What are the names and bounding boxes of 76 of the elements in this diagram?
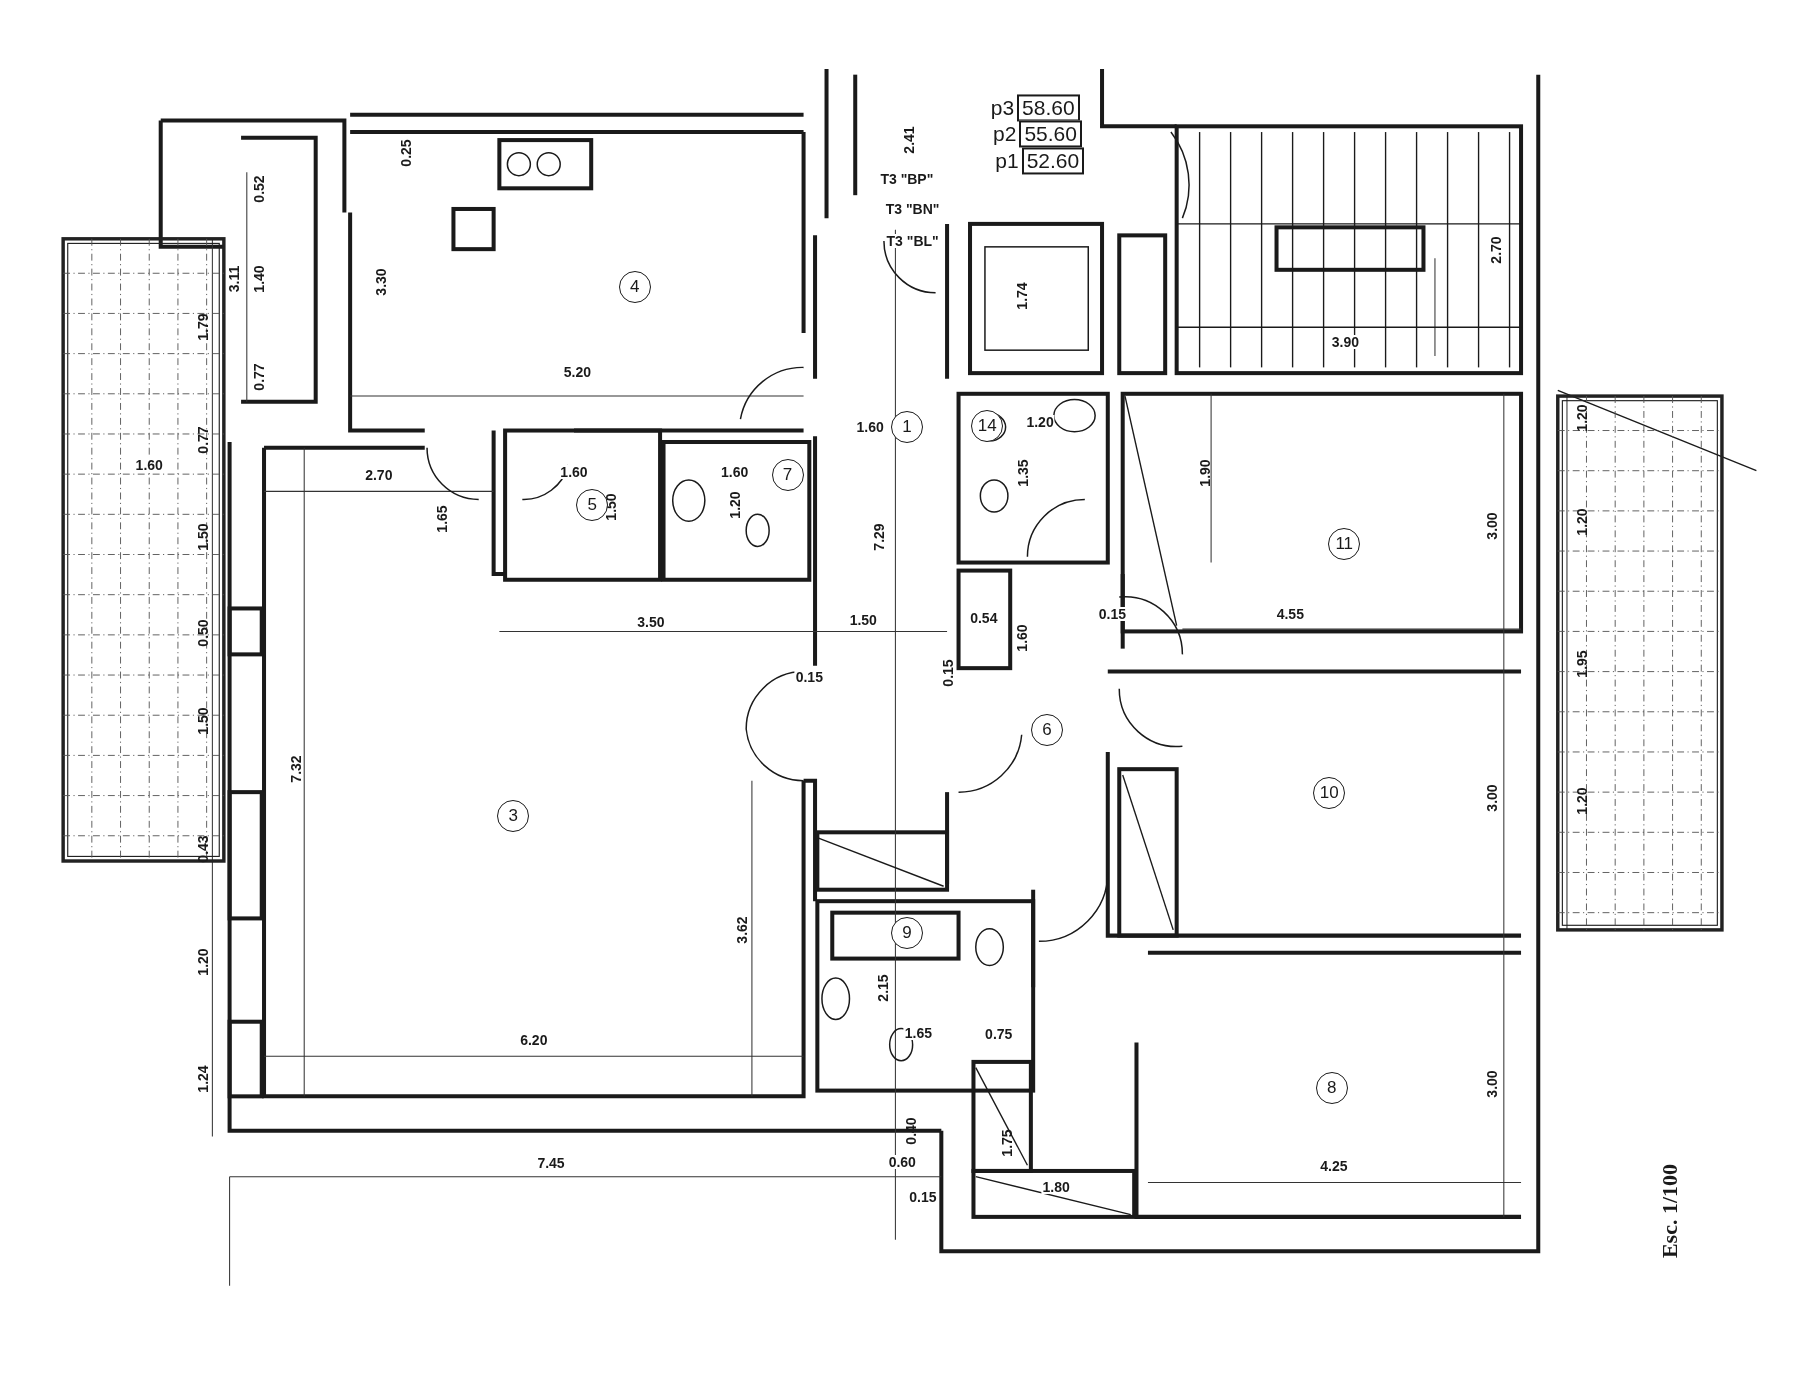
room-number: 10 — [1313, 777, 1346, 810]
level-box: 52.60 — [1021, 147, 1085, 175]
dimension-label: 7.32 — [289, 754, 304, 784]
dimension-label: 1.60 — [134, 457, 164, 472]
dimension-label: 2.70 — [1488, 235, 1503, 265]
dimension-label: 3.00 — [1485, 1069, 1500, 1099]
dimension-label: 1.60 — [559, 464, 589, 479]
dimension-label: 1.50 — [196, 706, 211, 736]
dimension-label: 0.15 — [794, 670, 824, 685]
room-number: 14 — [971, 409, 1004, 442]
dimension-label: 3.30 — [374, 267, 389, 297]
dimension-label: 1.24 — [196, 1064, 211, 1094]
dimension-label: 0.50 — [196, 617, 211, 648]
dimension-label: 1.90 — [1198, 458, 1213, 488]
dimension-label: T3 "BL" — [885, 234, 940, 249]
room-number: 6 — [1030, 714, 1063, 747]
dimension-label: 1.60 — [855, 420, 885, 435]
dimension-label: 0.25 — [399, 138, 414, 168]
dimension-label: 1.79 — [196, 312, 211, 342]
floor-label: p2 — [993, 122, 1017, 147]
dimension-label: 0.15 — [1097, 607, 1127, 622]
dimension-label: 0.77 — [196, 425, 211, 455]
dimension-label: 1.60 — [720, 464, 750, 479]
dimension-label: 2.70 — [364, 468, 394, 483]
dimension-label: 1.75 — [999, 1128, 1014, 1158]
dimension-label: 1.65 — [434, 504, 449, 534]
room-number: 4 — [618, 271, 651, 303]
dimension-label: 1.20 — [1025, 415, 1055, 430]
room-number: 9 — [890, 917, 923, 950]
dimension-label: 5.20 — [562, 364, 593, 379]
dimension-label: 1.40 — [252, 264, 267, 294]
dimension-label: 4.25 — [1319, 1159, 1349, 1174]
dimension-label: 0.60 — [887, 1154, 917, 1169]
dimension-label: 1.60 — [1014, 623, 1029, 653]
dimension-label: 6.20 — [519, 1033, 549, 1048]
dimension-label: 2.15 — [875, 973, 890, 1003]
dimension-label: Esc. 1/100 — [1659, 1163, 1682, 1260]
room-number: 1 — [890, 411, 923, 444]
dimension-label: 1.50 — [196, 522, 211, 552]
level-box: 55.60 — [1019, 120, 1082, 148]
dimension-label: 1.35 — [1015, 458, 1030, 488]
dimension-label: 4.55 — [1275, 607, 1305, 622]
dimension-label: 1.20 — [1574, 507, 1589, 537]
floor-label: p3 — [990, 95, 1015, 120]
dimension-label: 2.41 — [902, 125, 917, 155]
dimension-label: 0.75 — [984, 1027, 1014, 1042]
dimension-label: 1.20 — [196, 947, 211, 977]
dimension-label: 0.52 — [252, 174, 267, 205]
dimension-label: 0.15 — [941, 658, 956, 688]
room-number: 3 — [497, 800, 530, 833]
dimension-label: 3.90 — [1330, 335, 1361, 350]
dimension-label: 0.15 — [908, 1190, 938, 1205]
floor-label: p1 — [995, 148, 1019, 173]
dimension-label: 0.77 — [252, 361, 267, 392]
dimension-label: 3.00 — [1485, 783, 1500, 813]
dimension-label: 1.20 — [1574, 403, 1589, 433]
dimension-label: 1.50 — [848, 612, 878, 627]
dimension-label: 1.95 — [1574, 648, 1589, 679]
dimension-label: 7.29 — [872, 522, 887, 552]
dimension-label: 3.62 — [734, 915, 749, 945]
level-box: 58.60 — [1017, 94, 1080, 122]
dimension-label: T3 "BN" — [884, 201, 941, 216]
room-number: 11 — [1328, 528, 1361, 561]
room-number: 7 — [771, 459, 804, 492]
dimension-label: T3 "BP" — [879, 172, 935, 187]
dimension-label: 3.00 — [1485, 511, 1500, 541]
dimension-label: 7.45 — [536, 1155, 566, 1170]
dimension-label: 1.65 — [903, 1026, 933, 1041]
dimension-label: 3.11 — [227, 264, 242, 294]
dimension-label: 1.74 — [1014, 281, 1029, 311]
dimension-label: 1.80 — [1041, 1180, 1071, 1194]
dimension-label: 0.54 — [969, 610, 999, 625]
dimension-label: 1.20 — [1574, 786, 1589, 816]
dimension-label: 1.20 — [727, 490, 742, 520]
room-number: 8 — [1315, 1072, 1348, 1105]
dimension-label: 3.50 — [636, 615, 666, 630]
